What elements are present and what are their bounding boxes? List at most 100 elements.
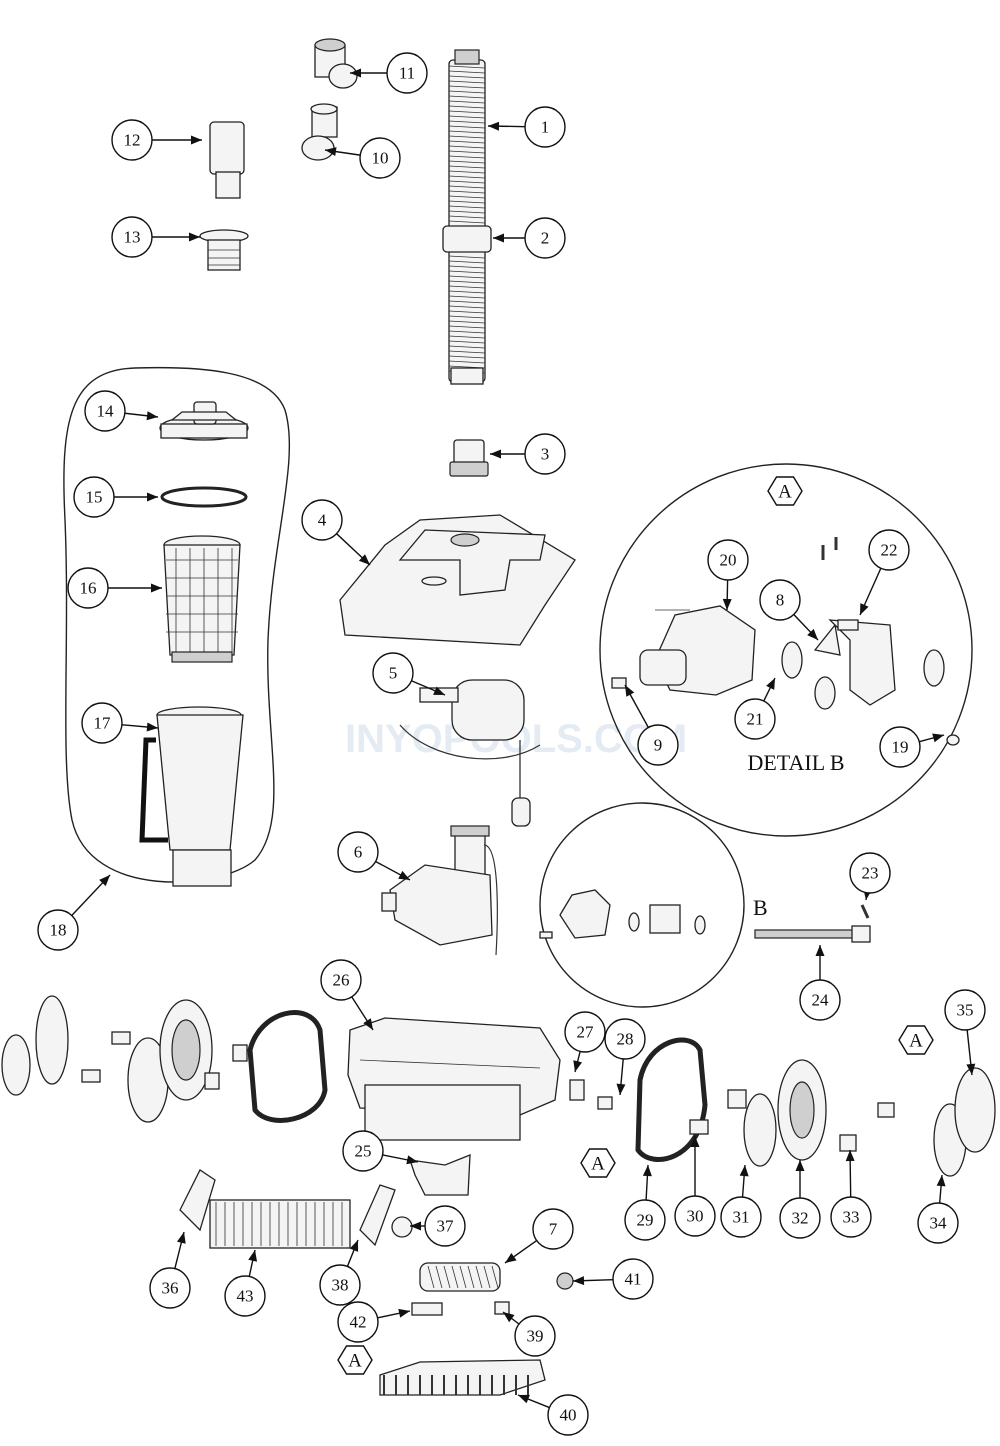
part-adapter [449,439,489,477]
callout-circle-33 [830,1196,872,1238]
callout-22: 22 [868,529,910,571]
callout-circle-42 [337,1301,379,1343]
callout-circle-3 [524,433,566,475]
callout-number-29: 29 [637,1211,654,1230]
leader-arrowhead-31 [739,1165,749,1177]
callout-number-28: 28 [617,1030,634,1049]
callout-33: 33 [830,1196,872,1238]
callout-circle-1 [524,106,566,148]
callout-5: 5 [372,652,414,694]
callout-circle-17 [81,702,123,744]
callout-number-30: 30 [687,1207,704,1226]
callout-circle-6 [337,831,379,873]
leader-arrowhead-8 [807,628,818,640]
leader-arrowhead-17 [146,722,158,732]
leader-arrowhead-39 [503,1312,515,1323]
callout-number-16: 16 [80,579,97,598]
callout-circle-21 [734,698,776,740]
callout-8: 8 [759,579,801,621]
callout-29: 29 [624,1199,666,1241]
leader-arrowhead-19 [932,733,944,743]
callout-28: 28 [604,1018,646,1060]
leader-arrowhead-28 [616,1083,626,1095]
part-clip-42 [411,1302,443,1316]
leader-arrowhead-40 [518,1394,530,1404]
part-elbow-10 [301,103,338,161]
callout-circle-41 [612,1258,654,1300]
leader-arrowhead-5 [433,686,445,695]
callout-16: 16 [67,567,109,609]
part-basket-16 [163,535,241,663]
part-grommet-13 [199,229,249,271]
part-chassis-26 [347,1017,561,1141]
callout-circle-10 [359,137,401,179]
leader-arrowhead-33 [845,1150,855,1162]
part-roller-7 [419,1262,501,1292]
leader-arrowhead-14 [146,411,158,421]
callout-number-17: 17 [94,714,112,733]
callout-42: 42 [337,1301,379,1343]
callout-circle-37 [424,1205,466,1247]
callout-circle-8 [759,579,801,621]
leader-arrowhead-22 [860,603,869,615]
callout-circle-18 [37,909,79,951]
leader-arrowhead-2 [493,233,504,243]
callout-circle-29 [624,1199,666,1241]
callout-number-32: 32 [792,1209,809,1228]
callout-bubbles: 1234567891011121314151617181920212223242… [37,52,986,1436]
callout-number-6: 6 [354,843,363,862]
leader-arrowhead-18 [99,875,110,887]
part-oring-15 [160,486,248,508]
callout-number-37: 37 [437,1217,455,1236]
callout-21: 21 [734,698,776,740]
callout-1: 1 [524,106,566,148]
hex-label: A [348,1351,362,1372]
callout-number-33: 33 [843,1208,860,1227]
leader-arrowhead-27 [573,1060,583,1072]
hex-marker-3: A [580,1148,616,1178]
leader-arrowhead-41 [573,1276,585,1286]
callout-number-35: 35 [957,1001,974,1020]
leader-arrowhead-24 [815,945,825,956]
callout-number-8: 8 [776,591,785,610]
callout-number-5: 5 [389,664,398,683]
callout-number-36: 36 [162,1279,179,1298]
callout-12: 12 [111,119,153,161]
callout-circle-31 [720,1196,762,1238]
callout-number-7: 7 [549,1220,558,1239]
leader-arrowhead-36 [176,1232,186,1244]
callout-15: 15 [73,476,115,518]
callout-number-40: 40 [560,1406,577,1425]
callout-number-26: 26 [333,971,350,990]
callout-number-42: 42 [350,1313,367,1332]
callout-number-18: 18 [50,921,67,940]
callout-number-9: 9 [654,736,663,755]
callout-number-13: 13 [124,228,141,247]
callout-25: 25 [342,1130,384,1172]
part-pump-6 [381,825,498,956]
callout-4: 4 [301,499,343,541]
callout-number-38: 38 [332,1276,349,1295]
callout-40: 40 [547,1394,589,1436]
callout-number-41: 41 [625,1270,642,1289]
callout-number-21: 21 [747,710,764,729]
leader-arrowhead-4 [358,554,370,565]
leader-arrowhead-7 [505,1252,517,1263]
callout-circle-12 [111,119,153,161]
callout-31: 31 [720,1196,762,1238]
callout-circle-7 [532,1208,574,1250]
callout-20: 20 [707,539,749,581]
part-bearing-41 [556,1272,574,1290]
callout-number-15: 15 [86,488,103,507]
leader-arrowhead-11 [350,68,361,78]
callout-number-1: 1 [541,118,550,137]
leader-arrowhead-29 [642,1165,652,1177]
hex-label: A [909,1031,923,1052]
callout-number-24: 24 [812,991,830,1010]
callout-7: 7 [532,1208,574,1250]
callout-circle-24 [799,979,841,1021]
callout-39: 39 [514,1315,556,1357]
callout-circle-16 [67,567,109,609]
callout-number-34: 34 [930,1214,948,1233]
callout-number-23: 23 [862,864,879,883]
